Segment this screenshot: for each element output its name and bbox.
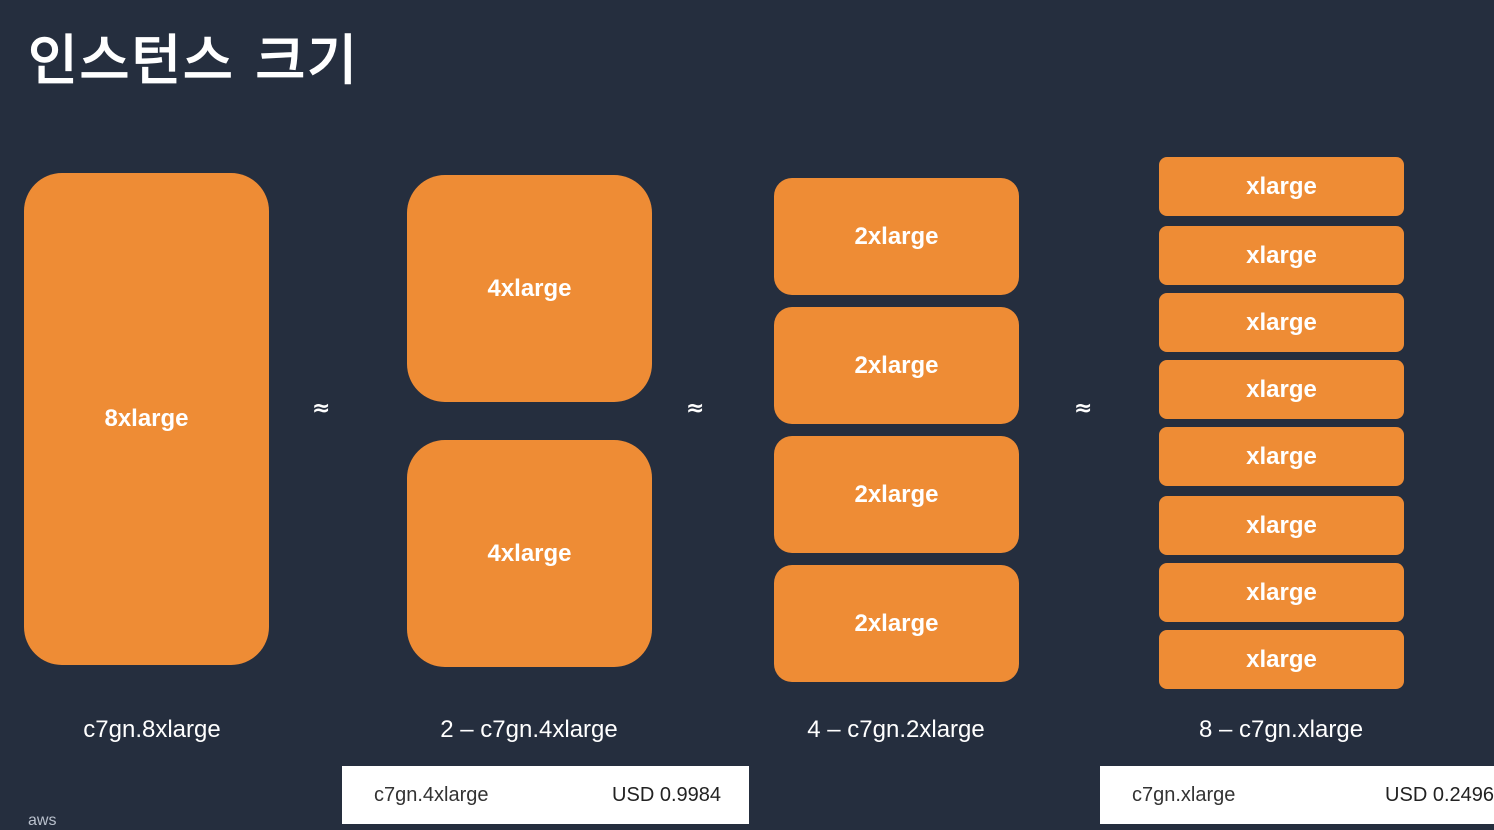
box-label: xlarge (1246, 578, 1317, 606)
instance-box-xlarge: xlarge (1159, 293, 1404, 352)
page-title: 인스턴스 크기 (28, 29, 359, 92)
group-caption: 2 – c7gn.4xlarge (440, 716, 618, 743)
price-value: USD 0.2496 (1385, 783, 1494, 806)
instance-box-xlarge: xlarge (1159, 496, 1404, 555)
approx-symbol: ≈ (312, 396, 331, 421)
box-label: xlarge (1246, 511, 1317, 539)
group-caption: 8 – c7gn.xlarge (1198, 716, 1364, 743)
instance-box-8xlarge: 8xlarge (24, 173, 269, 665)
box-label: 2xlarge (854, 351, 939, 379)
instance-box-4xlarge: 4xlarge (407, 175, 652, 402)
price-instance: c7gn.xlarge (1132, 783, 1236, 806)
box-label: 4xlarge (487, 539, 572, 567)
approx-symbol: ≈ (1074, 396, 1093, 421)
instance-box-xlarge: xlarge (1159, 563, 1404, 622)
instance-box-xlarge: xlarge (1159, 157, 1404, 216)
box-label: 2xlarge (854, 609, 939, 637)
instance-box-4xlarge: 4xlarge (407, 440, 652, 667)
instance-box-2xlarge: 2xlarge (774, 178, 1019, 295)
aws-logo: aws (28, 812, 57, 829)
box-label: xlarge (1246, 172, 1317, 200)
price-card: c7gn.4xlarge USD 0.9984 (342, 766, 749, 824)
group-caption: c7gn.8xlarge (83, 716, 221, 743)
box-label: xlarge (1246, 308, 1317, 336)
box-label: xlarge (1246, 241, 1317, 269)
price-card: c7gn.xlarge USD 0.2496 (1100, 766, 1494, 824)
instance-box-xlarge: xlarge (1159, 360, 1404, 419)
instance-box-xlarge: xlarge (1159, 630, 1404, 689)
box-label: 2xlarge (854, 222, 939, 250)
box-label: xlarge (1246, 375, 1317, 403)
instance-box-xlarge: xlarge (1159, 427, 1404, 486)
box-label: xlarge (1246, 442, 1317, 470)
approx-symbol: ≈ (686, 396, 705, 421)
box-label: 8xlarge (104, 405, 189, 432)
instance-box-2xlarge: 2xlarge (774, 436, 1019, 553)
group-caption: 4 – c7gn.2xlarge (807, 716, 985, 743)
box-label: xlarge (1246, 645, 1317, 673)
instance-box-2xlarge: 2xlarge (774, 565, 1019, 682)
instance-box-2xlarge: 2xlarge (774, 307, 1019, 424)
instance-box-xlarge: xlarge (1159, 226, 1404, 285)
price-instance: c7gn.4xlarge (374, 783, 489, 806)
box-label: 2xlarge (854, 480, 939, 508)
price-value: USD 0.9984 (612, 783, 721, 806)
box-label: 4xlarge (487, 274, 572, 302)
